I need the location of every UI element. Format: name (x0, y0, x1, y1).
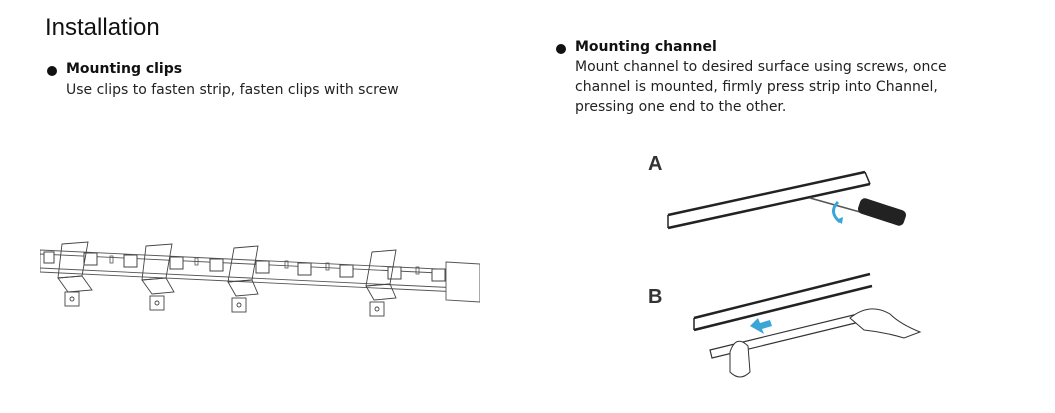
section-heading-mounting-channel: Mounting channel (575, 39, 717, 55)
bullet-icon (556, 44, 566, 54)
section-text-mounting-channel-line-1: Mount channel to desired surface using s… (575, 59, 947, 75)
page-title: Installation (45, 14, 160, 41)
section-heading-mounting-clips: Mounting clips (66, 61, 183, 77)
bullet-icon (47, 66, 57, 76)
channel-screw-illustration (667, 170, 906, 230)
channel-press-strip-illustration (693, 272, 922, 378)
step-b-label: B (648, 286, 663, 308)
section-text-mounting-channel-line-2: channel is mounted, firmly press strip i… (575, 79, 938, 95)
led-strip-clips-illustration (40, 241, 480, 317)
step-a-label: A (648, 153, 663, 175)
section-text-mounting-channel-line-3: pressing one end to the other. (575, 99, 787, 115)
section-text-mounting-clips: Use clips to fasten strip, fasten clips … (66, 82, 399, 98)
